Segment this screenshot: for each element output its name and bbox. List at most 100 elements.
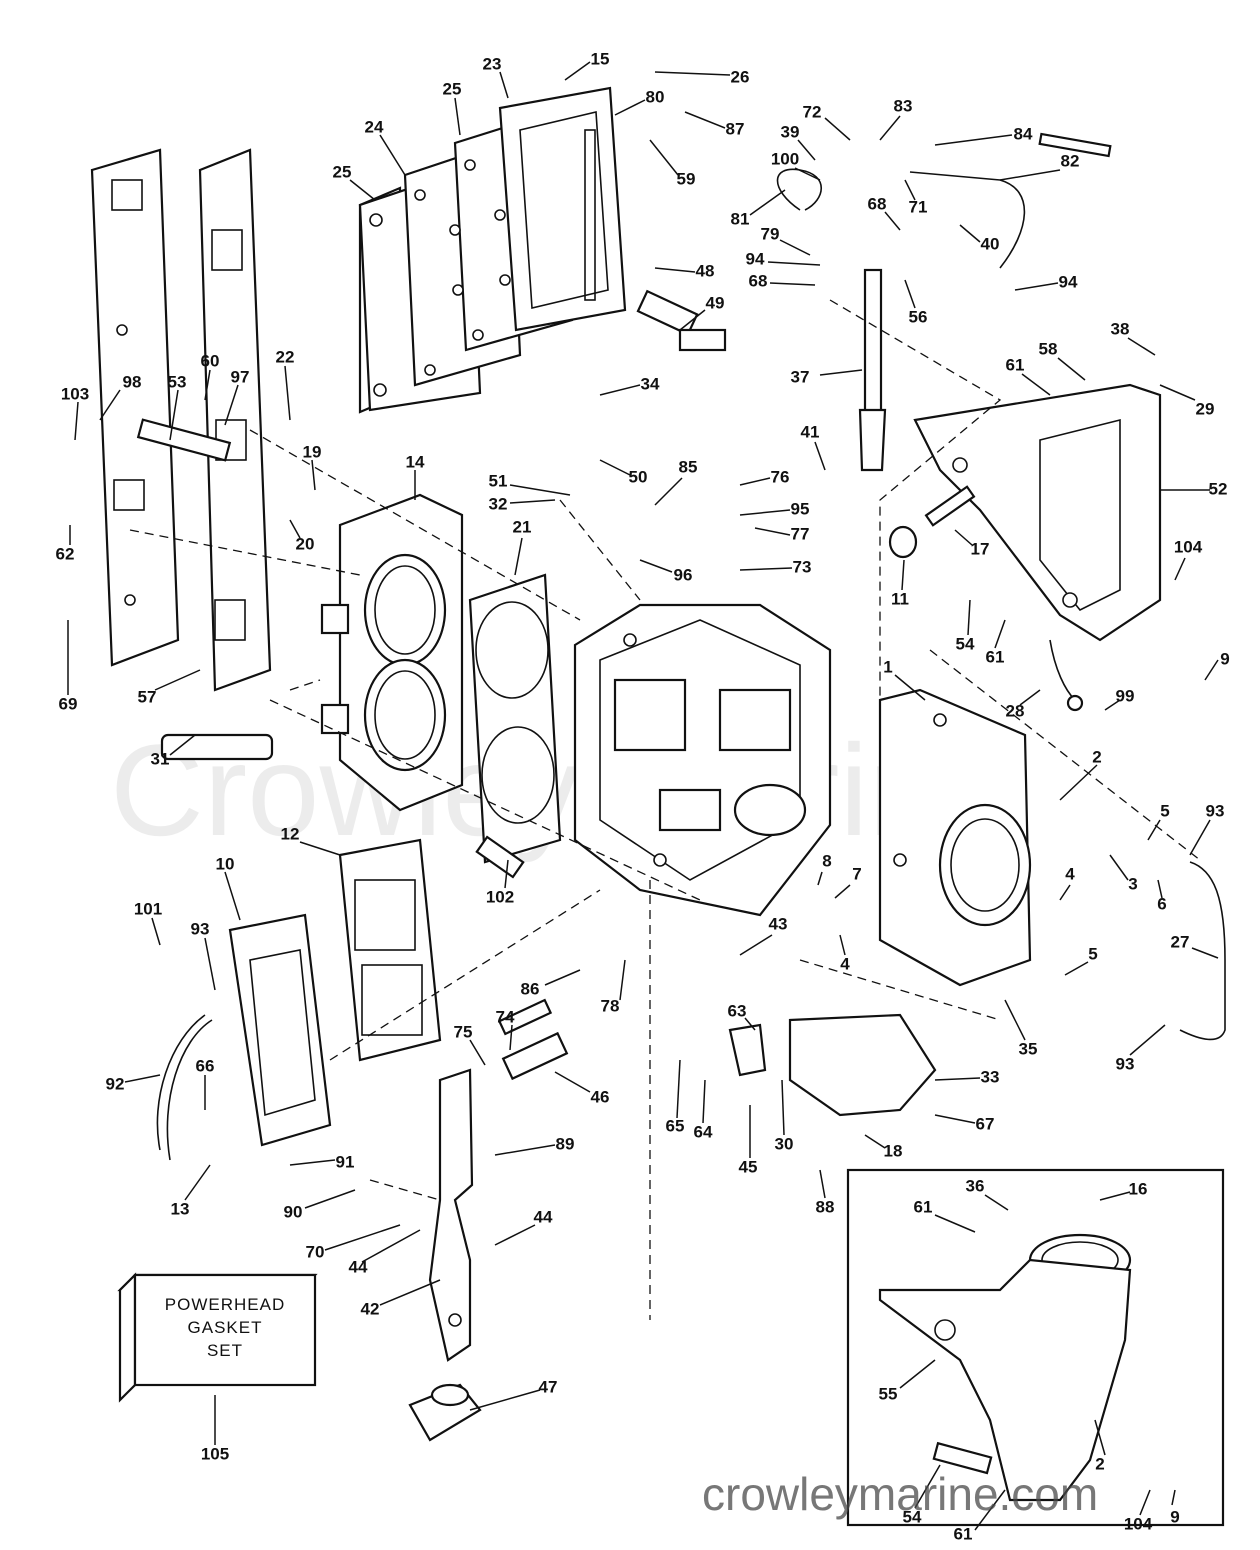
callout-93: 93 xyxy=(1206,801,1225,820)
leader-line xyxy=(1099,1191,1131,1201)
inset-box xyxy=(846,1168,1225,1527)
leader-line xyxy=(184,1164,211,1201)
leader-line xyxy=(934,1114,976,1124)
leader-line xyxy=(1157,879,1163,899)
callout-78: 78 xyxy=(601,996,620,1015)
callout-3: 3 xyxy=(1128,874,1137,893)
leader-line xyxy=(284,365,291,421)
leader-line xyxy=(154,669,201,691)
callout-64: 64 xyxy=(694,1122,713,1141)
leader-line xyxy=(379,1279,441,1306)
gasket-set-box: POWERHEAD GASKET SET xyxy=(117,1272,318,1403)
callout-97: 97 xyxy=(231,367,250,386)
callout-67: 67 xyxy=(976,1114,995,1133)
leader-line xyxy=(967,599,971,636)
callout-19: 19 xyxy=(303,442,322,461)
leader-line xyxy=(904,179,916,201)
callout-52: 52 xyxy=(1209,479,1228,498)
callout-95: 95 xyxy=(791,499,810,518)
leader-line xyxy=(1021,373,1051,396)
callout-49: 49 xyxy=(706,293,725,312)
leader-line xyxy=(1171,1489,1176,1506)
callout-81: 81 xyxy=(731,209,750,228)
callout-21: 21 xyxy=(513,517,532,536)
callout-55: 55 xyxy=(879,1384,898,1403)
callout-65: 65 xyxy=(666,1116,685,1135)
callout-60: 60 xyxy=(201,351,220,370)
leader-line xyxy=(1104,699,1121,711)
leader-line xyxy=(654,71,731,76)
leader-line xyxy=(564,61,591,81)
callout-101: 101 xyxy=(134,899,162,918)
leader-line xyxy=(469,1389,541,1411)
leader-line xyxy=(954,529,973,546)
callout-75: 75 xyxy=(454,1022,473,1041)
callout-61: 61 xyxy=(954,1524,973,1543)
callout-43: 43 xyxy=(769,914,788,933)
callout-40: 40 xyxy=(981,234,1000,253)
throttle-lever xyxy=(428,1068,474,1362)
leader-line xyxy=(204,369,211,401)
callout-53: 53 xyxy=(168,372,187,391)
watermark-site: crowleymarine.com xyxy=(702,1468,1098,1520)
leader-line xyxy=(767,261,821,266)
callout-54: 54 xyxy=(956,634,975,653)
leader-line xyxy=(74,401,79,441)
leader-line xyxy=(984,1194,1009,1211)
leader-line xyxy=(499,71,509,99)
callout-38: 38 xyxy=(1111,319,1130,338)
small-parts xyxy=(136,132,1226,1442)
leader-line xyxy=(1109,854,1129,881)
leader-line xyxy=(739,509,791,516)
leader-line xyxy=(744,1017,756,1031)
leader-line xyxy=(864,1134,886,1149)
callout-100: 100 xyxy=(771,149,799,168)
leader-line xyxy=(934,1077,981,1081)
leader-line xyxy=(289,519,301,539)
leader-line xyxy=(324,1224,401,1251)
leader-line xyxy=(509,499,556,504)
alignment-lines xyxy=(129,299,1201,1320)
callout-61: 61 xyxy=(914,1197,933,1216)
callout-103: 103 xyxy=(61,384,89,403)
leader-line xyxy=(739,934,773,956)
callout-91: 91 xyxy=(336,1152,355,1171)
callout-29: 29 xyxy=(1196,399,1215,418)
head-gasket xyxy=(468,573,562,864)
callout-92: 92 xyxy=(106,1074,125,1093)
leader-line xyxy=(1159,384,1196,401)
callout-70: 70 xyxy=(306,1242,325,1261)
callout-4: 4 xyxy=(840,954,850,973)
callout-102: 102 xyxy=(486,887,514,906)
callout-5: 5 xyxy=(1088,944,1097,963)
callout-44: 44 xyxy=(534,1207,553,1226)
callout-48: 48 xyxy=(696,261,715,280)
callout-68: 68 xyxy=(868,194,887,213)
callout-74: 74 xyxy=(496,1007,515,1026)
leader-line xyxy=(654,477,683,506)
leader-line xyxy=(151,917,161,946)
callout-5: 5 xyxy=(1160,801,1169,820)
leader-line xyxy=(614,99,646,116)
leader-line xyxy=(494,1144,556,1156)
leader-line xyxy=(934,134,1013,146)
crankcase xyxy=(573,603,832,917)
callout-85: 85 xyxy=(679,457,698,476)
callout-11: 11 xyxy=(891,589,909,608)
leader-line xyxy=(994,619,1006,649)
leader-line xyxy=(769,282,816,286)
callout-45: 45 xyxy=(739,1157,758,1176)
leader-line xyxy=(204,937,216,991)
leader-line xyxy=(779,239,811,256)
callout-32: 32 xyxy=(489,494,508,513)
leader-line xyxy=(834,884,851,899)
leader-line xyxy=(554,1071,591,1093)
callout-25: 25 xyxy=(443,79,462,98)
callout-16: 16 xyxy=(1129,1179,1148,1198)
callout-66: 66 xyxy=(196,1056,215,1075)
leader-line xyxy=(959,224,981,243)
callout-63: 63 xyxy=(728,1001,747,1020)
callout-86: 86 xyxy=(521,979,540,998)
leader-line xyxy=(1147,819,1161,841)
callout-35: 35 xyxy=(1019,1039,1038,1058)
